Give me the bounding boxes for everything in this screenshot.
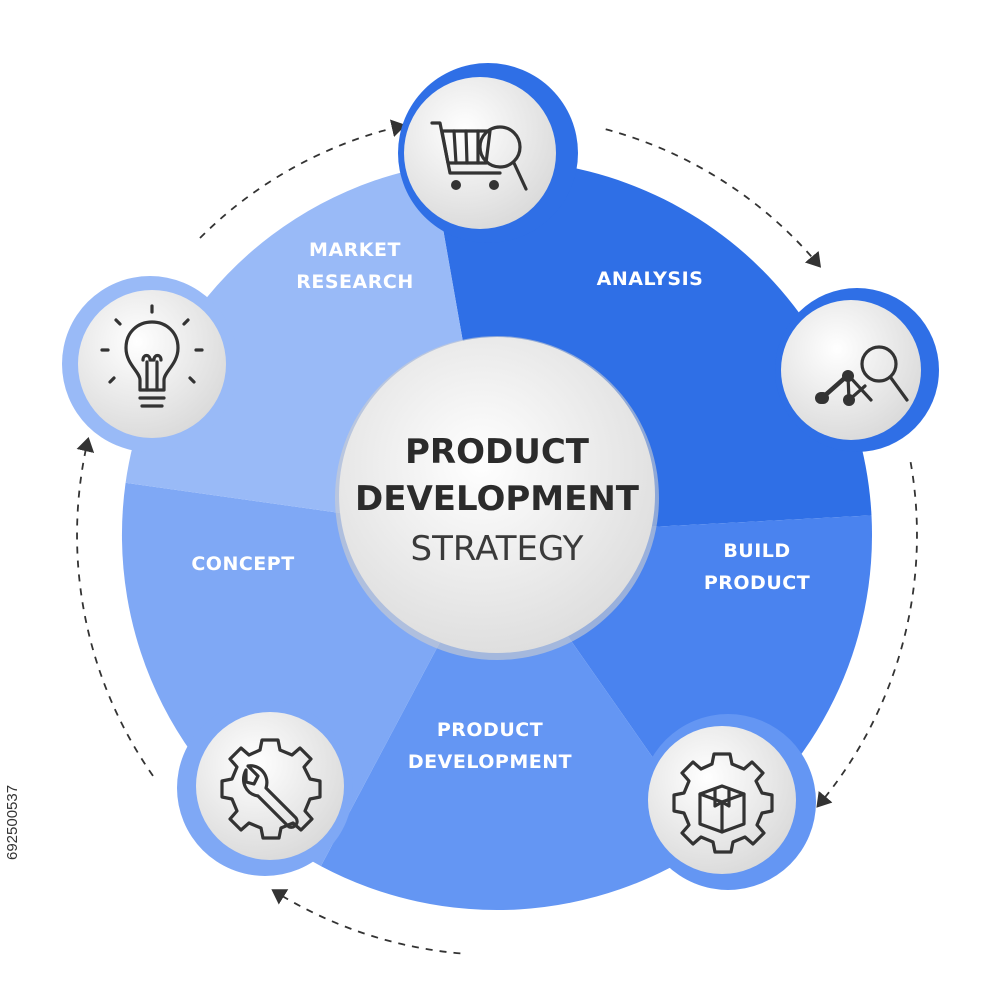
segment-label-build-product-line1: BUILD [723,540,790,562]
segment-label-market-research-line2: RESEARCH [296,271,413,293]
segment-label-product-development-line2: DEVELOPMENT [408,751,572,773]
arrow-build-product-to-product-development [271,889,461,955]
center-hub: PRODUCT DEVELOPMENT STRATEGY [335,336,659,660]
segment-label-market-research-line1: MARKET [309,239,401,261]
gear-box-icon [672,752,774,854]
segment-label-product-development-line1: PRODUCT [437,719,543,741]
center-subtitle: STRATEGY [411,529,584,569]
icon-badge-build-product [640,714,816,890]
stock-id: 692500537 [4,0,34,1000]
center-title-line1: PRODUCT [405,432,590,472]
gear-wrench-icon [220,738,322,840]
center-title-line2: DEVELOPMENT [355,479,640,519]
segment-label-concept-line1: CONCEPT [191,553,294,575]
segment-label-analysis-line1: ANALYSIS [597,268,704,290]
cycle-arrows [76,119,918,955]
line-chart-magnifier-icon [815,345,909,406]
arrow-market-research-to-analysis [605,128,822,268]
icon-badge-market-research [398,63,578,243]
icon-badge-analysis [775,288,939,452]
arrow-product-development-to-concept [76,436,154,777]
lightbulb-icon [100,304,204,408]
arrow-analysis-to-build-product [816,461,918,808]
icon-badge-concept [62,276,238,452]
shopping-cart-magnifier-icon [430,121,528,191]
segment-build-product [320,535,713,911]
stock-id-text: 692500537 [4,784,21,860]
segment-label-build-product-line2: PRODUCT [704,572,810,594]
arrow-concept-to-market-research [199,119,407,239]
icon-badge-product-development [177,700,353,876]
